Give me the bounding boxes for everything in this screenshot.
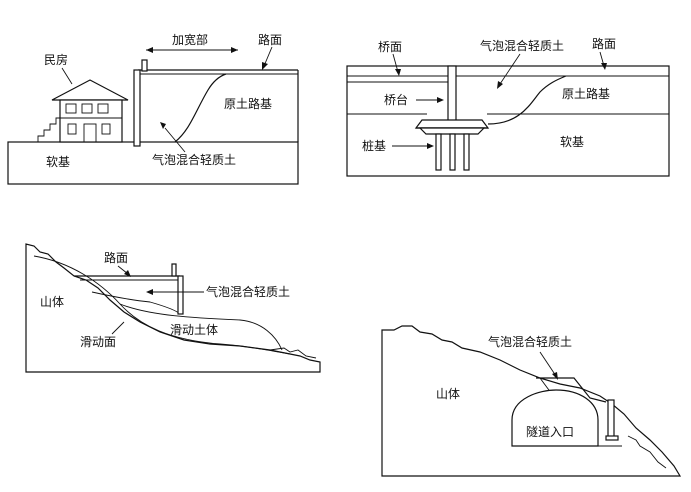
label-foam-concrete-4: 气泡混合轻质土 <box>488 334 572 349</box>
label-pile-foundation: 桩基 <box>362 138 386 153</box>
label-road-surface: 路面 <box>258 32 282 47</box>
foam-soil-boundary-2 <box>487 75 567 125</box>
label-slide-mass: 滑动土体 <box>170 323 218 337</box>
label-mountain-3: 山体 <box>40 295 64 309</box>
fill-boundary <box>91 291 181 315</box>
pile-2 <box>449 133 456 171</box>
leader-road-surface <box>263 46 273 67</box>
retaining-wall <box>133 69 141 147</box>
wall-parapet <box>141 59 148 72</box>
tunnel-arch <box>511 389 599 447</box>
label-original-subgrade-2: 原土路基 <box>562 86 610 101</box>
label-soft-ground-2: 软基 <box>560 135 584 149</box>
label-bridge-deck: 桥面 <box>378 40 402 54</box>
label-tunnel-entrance: 隧道入口 <box>526 424 574 439</box>
leader-house <box>61 67 73 85</box>
label-foam-concrete-2: 气泡混合轻质土 <box>480 38 564 53</box>
label-widening: 加宽部 <box>172 32 208 47</box>
parapet-3 <box>171 263 177 277</box>
retaining-wall-3 <box>177 275 184 315</box>
leader-slide-surface <box>111 321 125 335</box>
diagram-bridge-abutment: 桥面 气泡混合轻质土 路面 桥台 原土路基 桩基 软基 <box>346 36 670 177</box>
pile-3 <box>463 133 470 171</box>
label-mountain-4: 山体 <box>436 387 460 401</box>
mountain-outline <box>25 243 321 373</box>
diagram-road-widening: 民房 加宽部 路面 原土路基 软基 气泡混合轻质土 <box>7 32 299 185</box>
leader-foam-4 <box>539 351 557 377</box>
label-original-subgrade: 原土路基 <box>224 96 272 111</box>
label-road-surface-3: 路面 <box>104 250 128 265</box>
diagram-landslide: 路面 气泡混合轻质土 山体 滑动土体 滑动面 <box>25 243 321 373</box>
label-slide-surface: 滑动面 <box>80 335 116 349</box>
label-foam-concrete-3: 气泡混合轻质土 <box>206 284 290 299</box>
foam-wedge-top <box>536 377 607 403</box>
pile-cap <box>414 119 490 129</box>
label-soft-ground: 软基 <box>46 155 70 169</box>
label-abutment: 桥台 <box>384 92 408 107</box>
leader-foam <box>164 127 186 153</box>
leader-foam-2 <box>499 53 521 85</box>
soft-ground-layer <box>7 141 299 185</box>
slide-mass-boundary <box>119 303 283 351</box>
label-foam-concrete: 气泡混合轻质土 <box>152 152 236 167</box>
label-road-surface-2: 路面 <box>592 36 616 51</box>
portal-wall <box>607 399 615 439</box>
diagram-tunnel: 气泡混合轻质土 山体 隧道入口 <box>381 325 682 477</box>
abutment-wall <box>447 65 457 123</box>
pile-1 <box>435 133 442 171</box>
house-icon <box>37 79 129 143</box>
foam-soil-boundary <box>174 73 227 143</box>
hill-outline <box>381 325 682 477</box>
section-frame <box>346 65 670 177</box>
label-house: 民房 <box>44 52 68 67</box>
slide-surface <box>33 255 291 355</box>
